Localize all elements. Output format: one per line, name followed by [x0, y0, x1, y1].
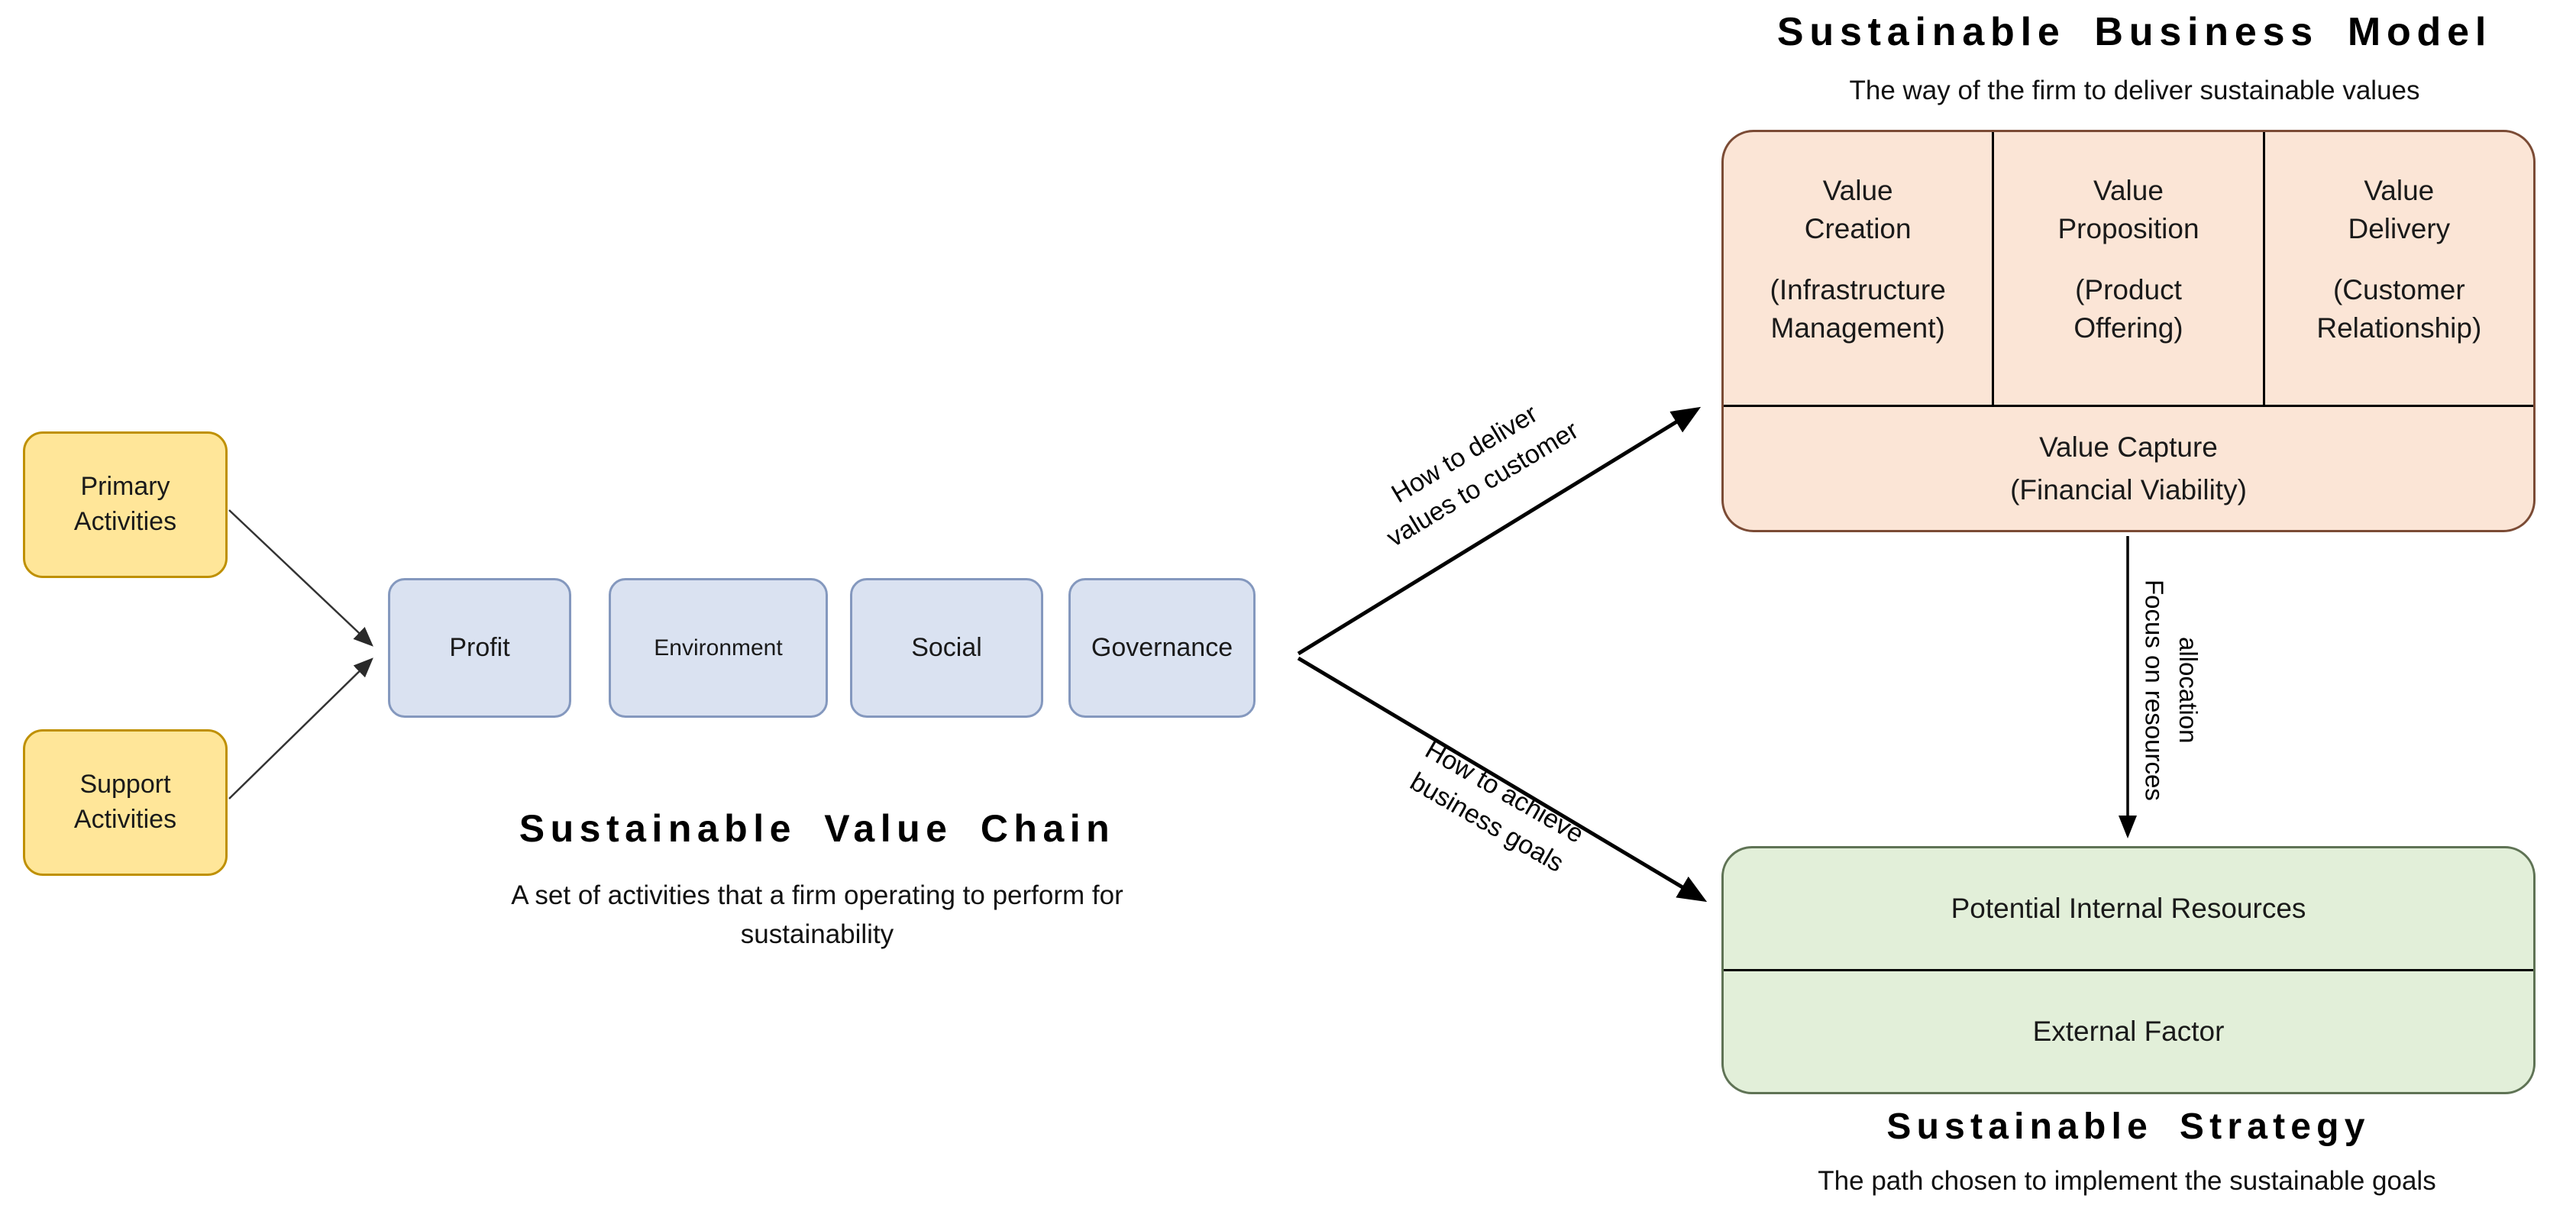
external-factor-label: External Factor	[2032, 1016, 2225, 1047]
value-proposition-cell: Value Proposition (Product Offering)	[1992, 132, 2265, 405]
business-model-title: Sustainable Business Model	[1776, 10, 2493, 54]
primary-activities-label: Primary Activities	[73, 472, 177, 536]
strategy-title: Sustainable Strategy	[1886, 1106, 2371, 1147]
value-creation-sublabel: (Infrastructure Management)	[1770, 273, 1946, 344]
internal-resources-label: Potential Internal Resources	[1951, 893, 2306, 924]
primary-to-chain-arrow	[228, 509, 373, 647]
pillar-profit-label: Profit	[449, 633, 510, 662]
value-proposition-label: Value Proposition	[2057, 175, 2199, 244]
value-delivery-sublabel: (Customer Relationship)	[2316, 273, 2482, 344]
pillar-governance: Governance	[1068, 578, 1256, 718]
support-activities-box: Support Activities	[23, 729, 228, 876]
value-delivery-label: Value Delivery	[2348, 175, 2451, 244]
strategy-box: Potential Internal Resources External Fa…	[1721, 846, 2536, 1094]
chain-to-strategy-arrow	[1297, 656, 1708, 903]
chain-to-model-arrow	[1297, 406, 1702, 656]
value-creation-label: Value Creation	[1804, 175, 1912, 244]
external-factor-row: External Factor	[1724, 971, 2533, 1092]
support-to-chain-arrow	[228, 657, 373, 799]
business-model-box: Value Creation (Infrastructure Managemen…	[1721, 130, 2536, 532]
business-model-subtitle: The way of the firm to deliver sustainab…	[1849, 76, 2420, 105]
value-chain-title: Sustainable Value Chain	[519, 807, 1116, 850]
support-activities-label: Support Activities	[73, 770, 177, 834]
business-model-top-row: Value Creation (Infrastructure Managemen…	[1724, 132, 2533, 407]
value-delivery-cell: Value Delivery (Customer Relationship)	[2265, 132, 2533, 405]
pillar-environment: Environment	[609, 578, 828, 718]
pillar-governance-label: Governance	[1091, 633, 1233, 662]
value-capture-cell: Value Capture (Financial Viability)	[2010, 431, 2247, 506]
strategy-subtitle: The path chosen to implement the sustain…	[1818, 1166, 2436, 1196]
value-proposition-sublabel: (Product Offering)	[2073, 273, 2183, 344]
pillar-social: Social	[850, 578, 1043, 718]
focus-resources-label: Focus on resources allocation	[2140, 580, 2203, 801]
internal-resources-row: Potential Internal Resources	[1724, 848, 2533, 971]
pillar-profit: Profit	[388, 578, 571, 718]
pillar-social-label: Social	[911, 633, 982, 662]
pillar-environment-label: Environment	[654, 635, 783, 661]
value-creation-cell: Value Creation (Infrastructure Managemen…	[1724, 132, 1992, 405]
value-chain-subtitle: A set of activities that a firm operatin…	[511, 880, 1123, 949]
primary-activities-box: Primary Activities	[23, 431, 228, 578]
